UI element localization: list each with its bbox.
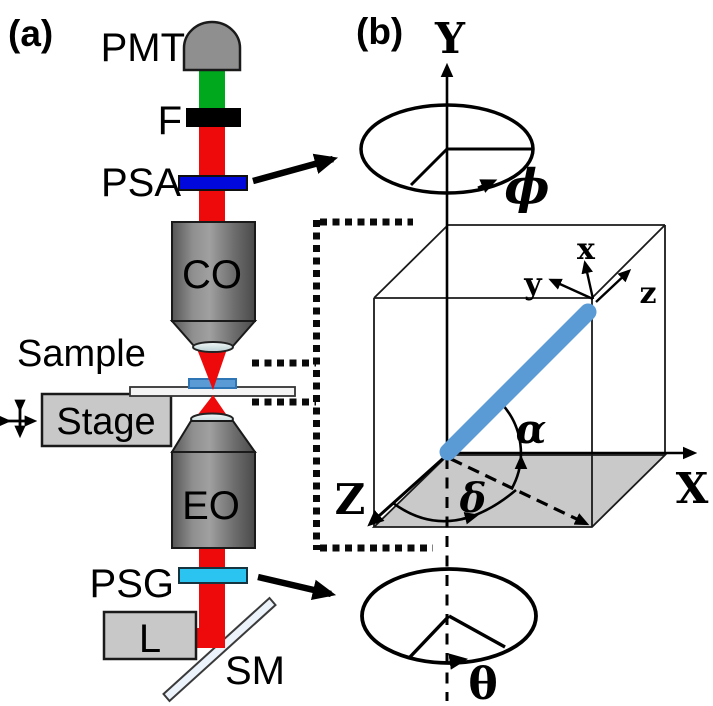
z-axis-label: Z: [335, 475, 366, 524]
pmt-detector: [182, 20, 242, 72]
zoom-bracket-dotted: [252, 218, 433, 552]
x-axis-label: X: [676, 464, 709, 513]
red-focus-cone-upper: [197, 349, 227, 390]
delta-angle-arc: [392, 489, 517, 523]
phi-angle-label: ϕ: [504, 159, 549, 215]
green-beam: [199, 68, 225, 110]
laser-label: L: [139, 617, 161, 661]
eo-nose: [170, 420, 257, 453]
psa-callout-arrow: [252, 153, 339, 185]
emission-filter-bar: [186, 108, 241, 127]
laser-box: [102, 610, 198, 661]
panel-a-label: (a): [8, 13, 53, 54]
red-beam-upper: [199, 126, 225, 178]
panel-b-label: (b): [356, 11, 403, 52]
phi-direction-arrow: [477, 179, 498, 193]
local-y-label: y: [523, 267, 543, 302]
theta-rotation-circle: [360, 567, 538, 670]
psa-label: PSA: [101, 161, 181, 205]
local-x-label: x: [577, 232, 596, 267]
local-y-arrow: [548, 278, 594, 301]
red-beam-eo-psg: [199, 547, 225, 569]
delta-arc-arrow: [461, 512, 480, 525]
delta-angle-label: δ: [459, 475, 487, 522]
red-beam-psa-co: [199, 189, 225, 223]
local-axes: [548, 260, 632, 303]
psg-callout-arrow: [257, 573, 337, 601]
sm-label: SM: [225, 649, 285, 693]
theta-angle-label: θ: [468, 659, 497, 706]
alpha-angle-arc: [500, 402, 523, 490]
psg-label: PSG: [90, 562, 174, 606]
nanorod: [439, 303, 597, 461]
psg-plate: [178, 567, 248, 584]
stage-box: [40, 392, 173, 448]
theta-direction-arrow: [448, 653, 469, 670]
pmt-label: PMT: [101, 26, 185, 70]
z-axis: [367, 452, 450, 527]
theta-radius-left: [408, 614, 451, 659]
phi-radius-diagonal: [409, 147, 449, 187]
stage-label: Stage: [56, 401, 155, 443]
eo-label: EO: [182, 484, 240, 528]
excitation-objective: [170, 412, 257, 549]
sample-label: Sample: [17, 333, 146, 375]
filter-label: F: [158, 99, 182, 143]
local-x-arrow: [581, 260, 595, 300]
cube-wireframe: [373, 224, 666, 527]
red-focus-cone-lower: [196, 395, 228, 417]
panel-b: (b) Y X Z x y z ϕ θ α δ: [335, 11, 709, 706]
eo-body: [171, 451, 256, 549]
co-label: CO: [182, 253, 242, 297]
scanning-mirror: [162, 596, 277, 703]
theta-radius-right: [448, 614, 506, 649]
alpha-angle-label: α: [516, 406, 547, 453]
psa-plate: [178, 175, 248, 191]
rod-projection-dashed: [450, 457, 590, 526]
collection-objective: [169, 221, 258, 353]
phi-rotation-circle: [359, 103, 535, 195]
co-lens: [192, 341, 234, 353]
phi-ellipse: [359, 103, 535, 195]
panel-a: (a) PMT F PSA CO Sample Stage EO PSG L S…: [0, 13, 339, 703]
beam-path: [196, 68, 228, 648]
stage-move-icon: [0, 399, 38, 439]
local-z-arrow: [595, 268, 632, 303]
y-axis-label: Y: [434, 14, 466, 63]
red-beam-laser-stub: [196, 628, 225, 648]
local-z-label: z: [639, 276, 656, 311]
